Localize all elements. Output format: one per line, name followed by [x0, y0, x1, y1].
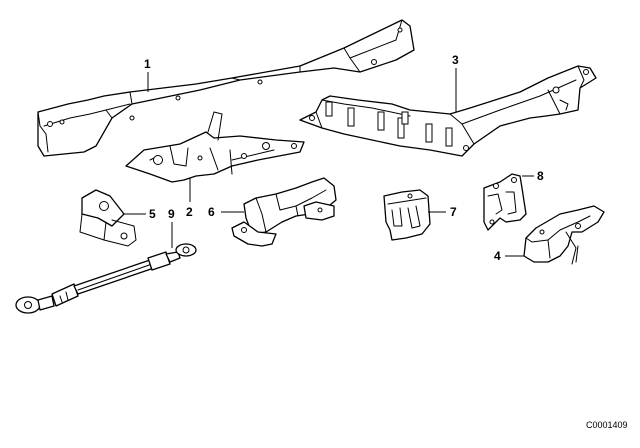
part-5-angle-bracket	[79, 189, 137, 247]
part-9-ground-strap	[15, 243, 197, 314]
callout-7: 7	[450, 205, 457, 219]
leader-lines	[124, 68, 534, 257]
callout-9: 9	[168, 207, 175, 221]
callout-6: 6	[208, 205, 215, 219]
part-6-holder-clamp	[231, 177, 337, 247]
callout-5: 5	[149, 207, 156, 221]
part-7-slotted-plate	[383, 189, 431, 241]
reference-code: C0001409	[586, 420, 628, 430]
callout-2: 2	[186, 205, 193, 219]
part-2-mounting-plate	[125, 111, 305, 183]
callout-8: 8	[537, 169, 544, 183]
part-1-bracket-rail	[37, 19, 415, 157]
part-4-bent-clip	[523, 205, 605, 265]
part-3-slotted-bracket	[299, 65, 597, 157]
part-8-latch-clip	[483, 173, 527, 231]
callout-1: 1	[144, 57, 151, 71]
callout-4: 4	[494, 249, 501, 263]
callout-3: 3	[452, 53, 459, 67]
